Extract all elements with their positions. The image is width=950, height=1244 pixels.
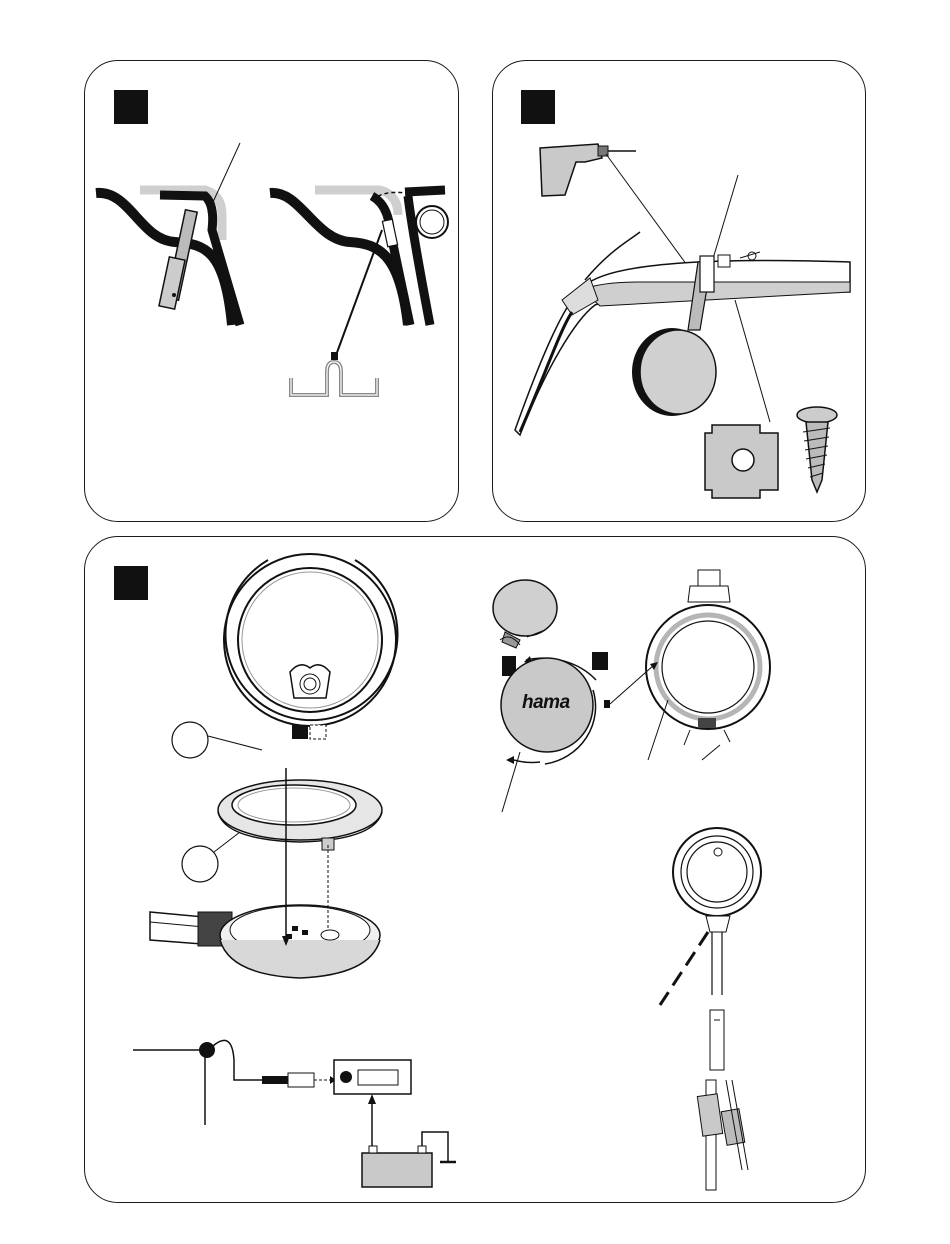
antenna-housing-top-view: [224, 554, 398, 739]
drill-leader-line: [606, 154, 692, 272]
radio-wiring-diagram: [133, 1040, 456, 1187]
drill-icon: [540, 144, 636, 196]
antenna-base-plate-with-cable: [150, 905, 380, 978]
u-bracket-icon: [291, 362, 377, 395]
callout-circle-b: [182, 846, 218, 882]
bracket-leader-line: [712, 175, 738, 262]
antenna-housing-front: [610, 570, 770, 760]
panel1-left-rail-illustration: [96, 143, 240, 325]
hama-logo: hama: [522, 692, 582, 714]
antenna-cover-disc: [493, 580, 557, 648]
self-tapping-screw-icon: [797, 407, 837, 492]
mounting-plate-icon: [705, 425, 778, 498]
antenna-with-connector-illustration: [660, 828, 761, 1190]
plate-leader-line: [735, 300, 770, 422]
antenna-base-ring: [218, 780, 382, 850]
callout-b-leader: [214, 832, 240, 852]
rotation-diagram: [501, 652, 610, 812]
panel1-right-rail-illustration: [270, 190, 448, 360]
callout-a-leader: [208, 736, 262, 750]
callout-circle-a: [172, 722, 208, 758]
